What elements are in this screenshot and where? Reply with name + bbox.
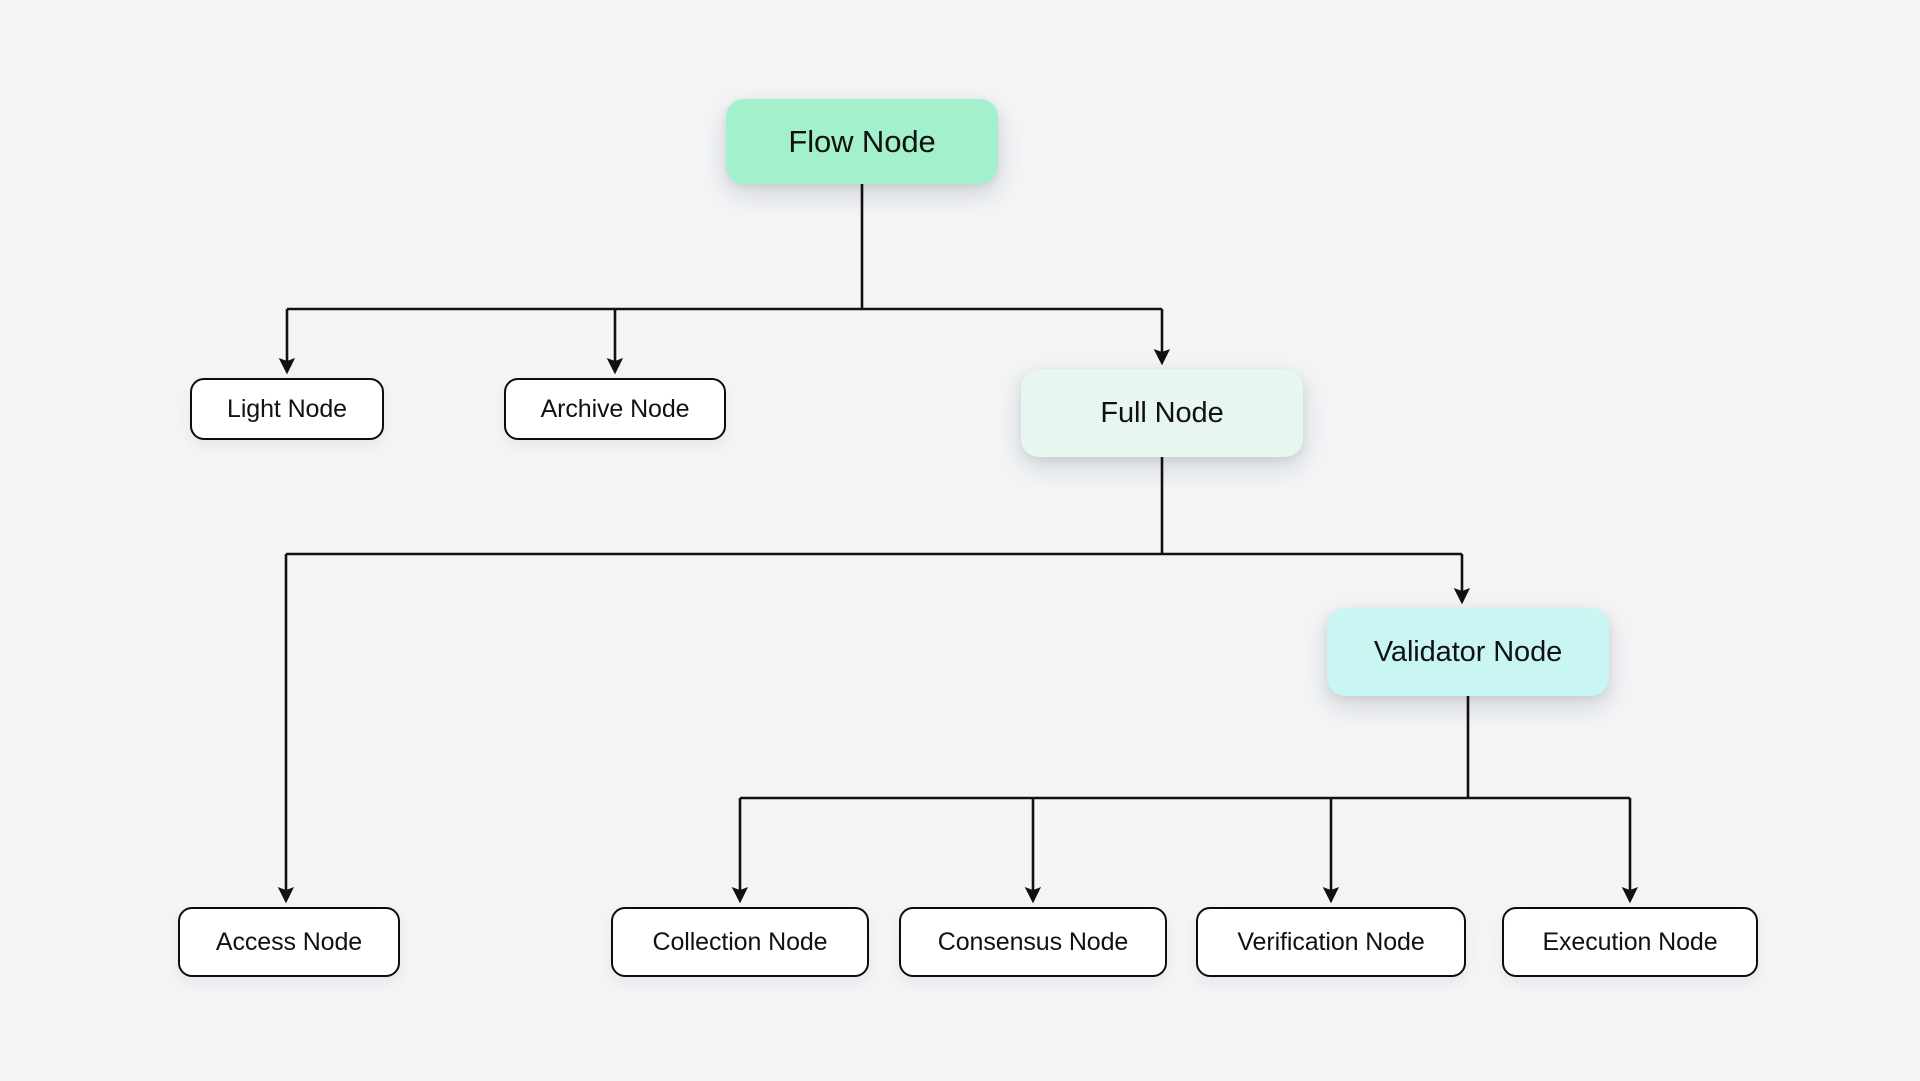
node-light-node[interactable]: Light Node	[190, 378, 384, 440]
node-consensus-node[interactable]: Consensus Node	[899, 907, 1167, 977]
node-validator-node-label: Validator Node	[1373, 635, 1563, 668]
node-verification-node[interactable]: Verification Node	[1196, 907, 1466, 977]
node-validator-node[interactable]: Validator Node	[1327, 608, 1609, 696]
node-verification-node-label: Verification Node	[1237, 927, 1425, 956]
node-full-node[interactable]: Full Node	[1021, 369, 1303, 457]
node-archive-node[interactable]: Archive Node	[504, 378, 726, 440]
node-flow-node[interactable]: Flow Node	[726, 99, 998, 184]
node-flow-node-label: Flow Node	[788, 123, 936, 159]
node-full-node-label: Full Node	[1100, 396, 1224, 429]
node-archive-node-label: Archive Node	[540, 394, 690, 423]
node-collection-node-label: Collection Node	[652, 927, 828, 956]
node-light-node-label: Light Node	[227, 394, 347, 423]
node-consensus-node-label: Consensus Node	[937, 927, 1129, 956]
node-execution-node[interactable]: Execution Node	[1502, 907, 1758, 977]
node-collection-node[interactable]: Collection Node	[611, 907, 869, 977]
node-access-node[interactable]: Access Node	[178, 907, 400, 977]
node-access-node-label: Access Node	[215, 927, 363, 956]
node-execution-node-label: Execution Node	[1542, 927, 1718, 956]
